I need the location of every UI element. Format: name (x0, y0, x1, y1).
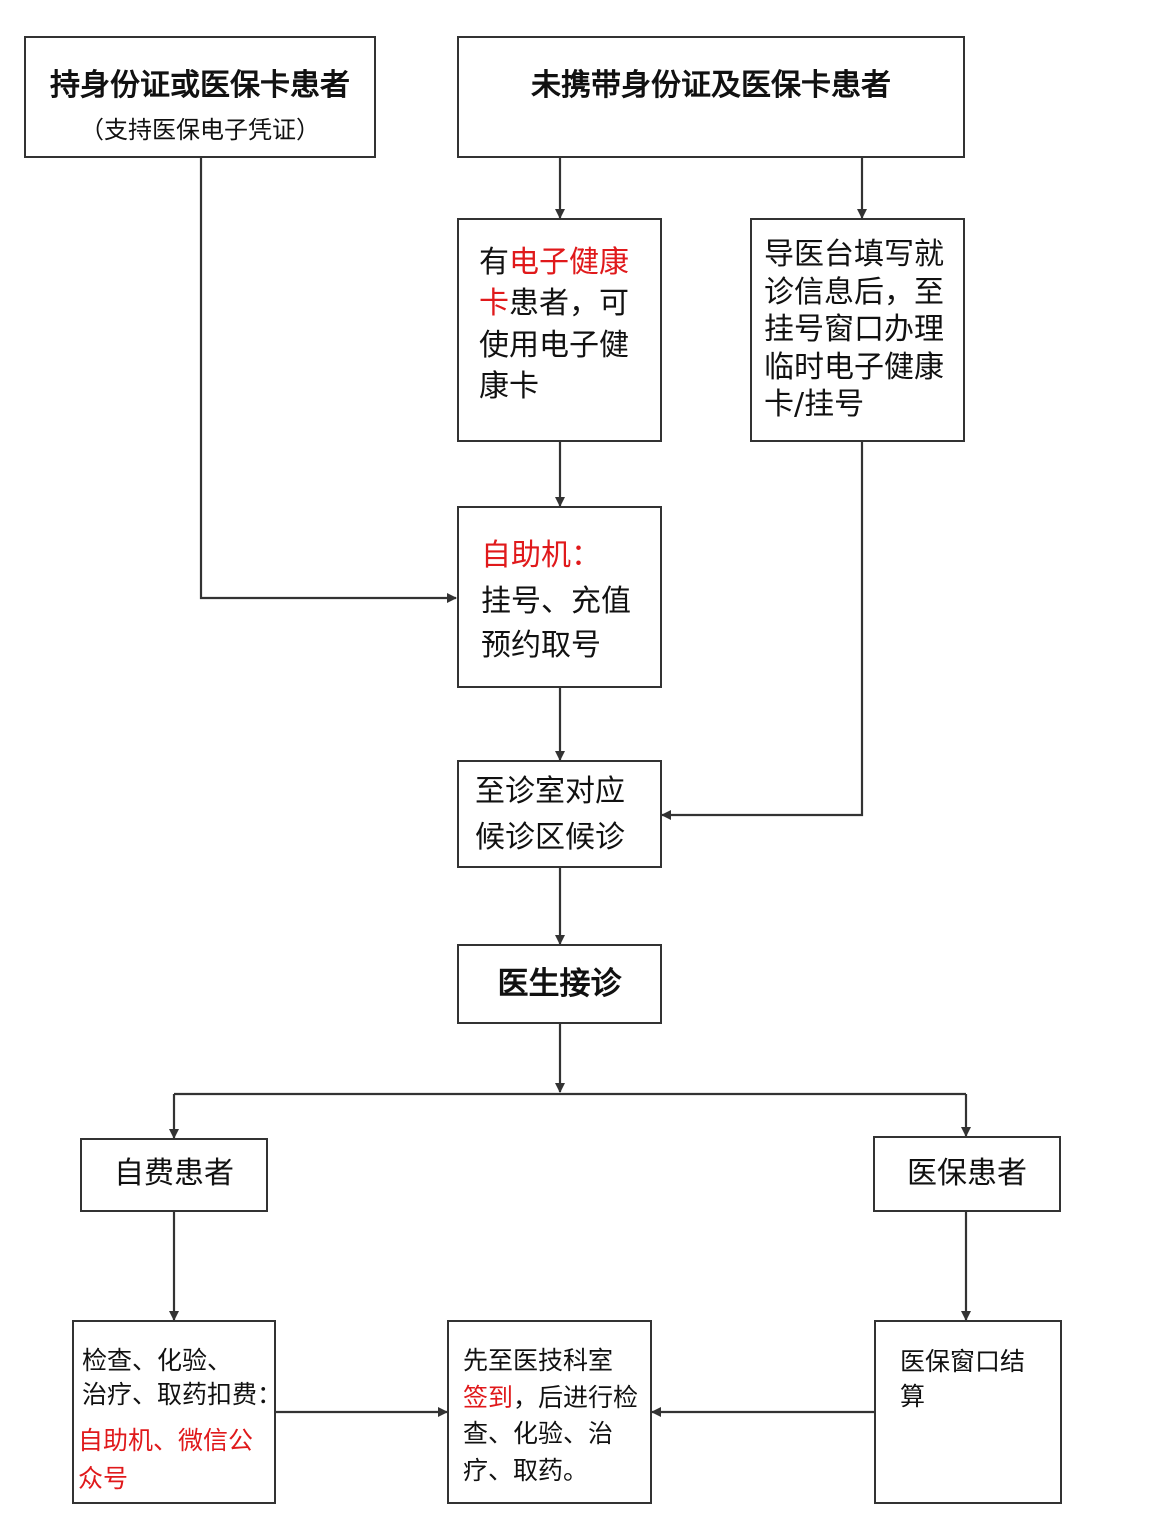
e-health-card-text: 有电子健康卡患者，可使用电子健康卡 (479, 242, 651, 408)
signin-post: ，后进行检查、化验、治疗、取药。 (463, 1383, 639, 1485)
kiosk-title: 自助机： (481, 538, 601, 573)
insured-text: 医保患者 (907, 1156, 1027, 1191)
arrow-guide-to-waiting (661, 442, 864, 820)
settlement-box: 医保窗口结算 (874, 1320, 1062, 1504)
self-pay-box: 自费患者 (80, 1138, 268, 1212)
e-health-highlight: 电子健康卡 (479, 245, 629, 322)
arrow-id-card-to-kiosk (199, 158, 457, 603)
guide-desk-box: 导医台填写就诊信息后，至挂号窗口办理临时电子健康卡/挂号 (750, 218, 965, 442)
guide-desk-text: 导医台填写就诊信息后，至挂号窗口办理临时电子健康卡/挂号 (764, 237, 944, 422)
e-health-pre: 有 (479, 245, 509, 280)
settlement-text: 医保窗口结算 (900, 1347, 1026, 1411)
signin-rest: 签到，后进行检查、化验、治疗、取药。 (463, 1380, 643, 1489)
insured-box: 医保患者 (873, 1136, 1061, 1212)
payment-line2: 治疗、取药扣费： (82, 1380, 283, 1409)
waiting-line1: 至诊室对应 (475, 774, 625, 809)
waiting-line2: 候诊区候诊 (475, 820, 625, 855)
no-id-patient-title: 未携带身份证及医保卡患者 (531, 68, 891, 103)
doctor-box: 医生接诊 (457, 944, 662, 1024)
payment-highlight: 自助机、微信公众号 (78, 1426, 254, 1493)
kiosk-line1: 挂号、充值 (481, 584, 631, 619)
kiosk-line2: 预约取号 (481, 628, 601, 663)
self-pay-text: 自费患者 (114, 1156, 234, 1191)
id-card-patient-title: 持身份证或医保卡患者 (50, 68, 350, 103)
id-card-patient-subtitle: （支持医保电子凭证） (80, 116, 320, 144)
signin-line1: 先至医技科室 (463, 1346, 614, 1375)
e-health-post: 患者，可使用电子健康卡 (479, 286, 629, 405)
signin-box: 先至医技科室 签到，后进行检查、化验、治疗、取药。 (447, 1320, 652, 1504)
id-card-patient-box: 持身份证或医保卡患者 （支持医保电子凭证） (24, 36, 376, 158)
waiting-area-box: 至诊室对应 候诊区候诊 (457, 760, 662, 868)
payment-line1: 检查、化验、 (82, 1346, 233, 1375)
doctor-text: 医生接诊 (497, 966, 622, 1002)
e-health-card-box: 有电子健康卡患者，可使用电子健康卡 (457, 218, 662, 442)
payment-box: 检查、化验、 治疗、取药扣费： 自助机、微信公众号 (72, 1320, 282, 1504)
kiosk-box: 自助机： 挂号、充值 预约取号 (457, 506, 662, 688)
signin-highlight: 签到 (463, 1383, 514, 1412)
no-id-patient-box: 未携带身份证及医保卡患者 (457, 36, 965, 158)
